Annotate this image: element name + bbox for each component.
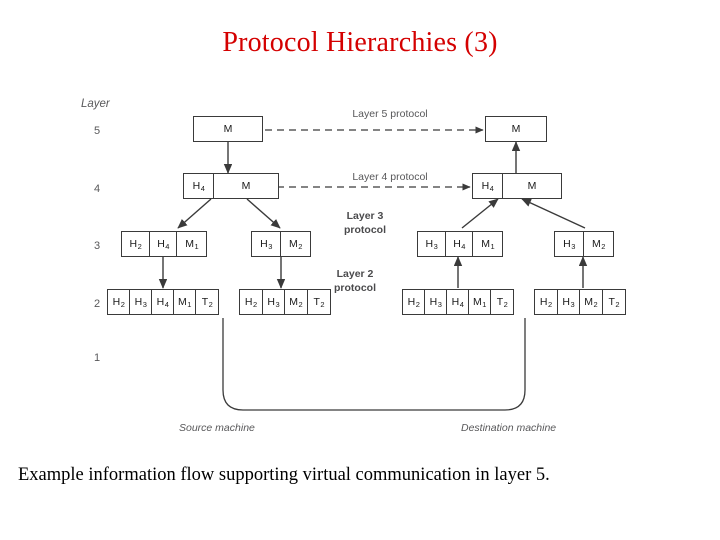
layer2-protocol-label-line1: Layer 2: [336, 268, 374, 280]
page-title: Protocol Hierarchies (3): [222, 27, 498, 58]
packet-layer5-left: M: [193, 116, 263, 142]
layer-number-2: 2: [94, 298, 101, 310]
layer4-protocol-label: Layer 4 protocol: [352, 171, 428, 183]
source-machine-label: Source machine: [179, 422, 255, 434]
slide-caption: Example information flow supporting virt…: [18, 465, 550, 485]
packet-cell: M: [223, 123, 233, 135]
layer2-protocol-label-line2: protocol: [334, 282, 376, 294]
layer-number-5: 5: [94, 125, 101, 137]
axis-label-layer: Layer: [81, 98, 110, 110]
layer-number-3: 3: [94, 240, 101, 252]
packet-cell: M: [527, 180, 537, 192]
destination-machine-label: Destination machine: [461, 422, 557, 434]
packet-cell: M: [241, 180, 251, 192]
diagram-connectors: [158, 126, 588, 411]
layer-number-1: 1: [94, 352, 101, 364]
protocol-hierarchy-diagram: Layer 5 4 3 2 1 Layer 5 protocol Layer 4…: [0, 80, 720, 450]
layer5-protocol-label: Layer 5 protocol: [352, 108, 428, 120]
layer3-protocol-label-line1: Layer 3: [346, 210, 384, 222]
packet-cell: M: [511, 123, 521, 135]
packet-layer5-right: M: [485, 116, 547, 142]
layer3-protocol-label-line2: protocol: [344, 224, 386, 236]
layer-number-4: 4: [94, 183, 101, 195]
